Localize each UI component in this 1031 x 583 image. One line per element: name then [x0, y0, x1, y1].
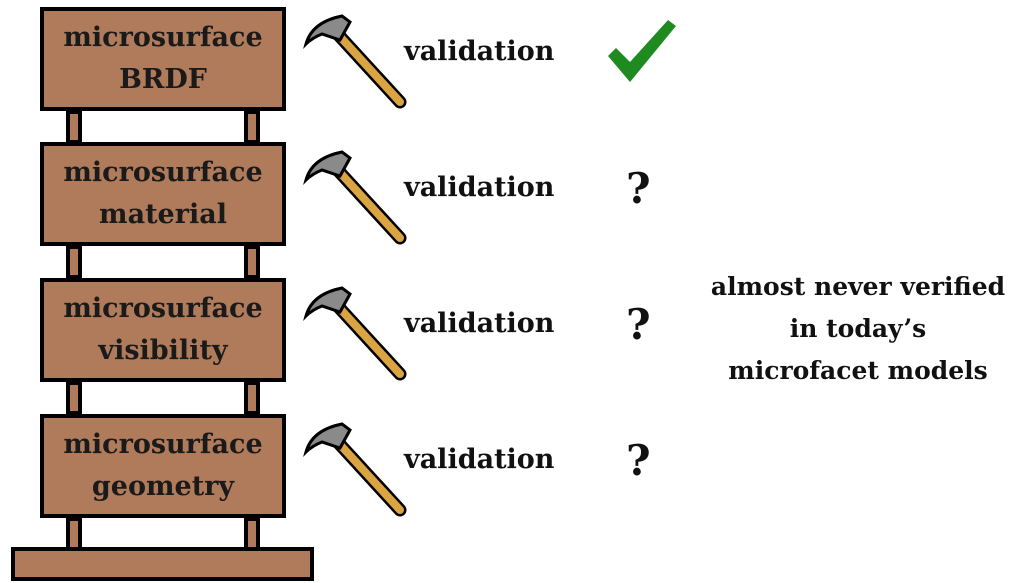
validation-label-material: validation — [404, 172, 555, 203]
board-brdf-line1: microsurface — [63, 22, 263, 53]
post — [244, 110, 260, 144]
post — [66, 245, 82, 279]
board-visibility-line2: visibility — [98, 335, 228, 366]
status-question-geometry: ? — [626, 436, 651, 485]
validation-label-brdf: validation — [404, 36, 555, 67]
check-icon — [608, 20, 676, 82]
note-line2: in today’s — [789, 314, 927, 343]
board-brdf: microsurface BRDF — [40, 7, 286, 111]
post — [66, 110, 82, 144]
board-geometry-line1: microsurface — [63, 429, 263, 460]
note-line3: microfacet models — [728, 356, 988, 385]
note-text: almost never verified in today’s microfa… — [688, 266, 1028, 392]
board-material-line2: material — [99, 199, 227, 230]
board-visibility-line1: microsurface — [63, 293, 263, 324]
post — [244, 245, 260, 279]
hammer-icon — [303, 286, 407, 381]
note-line1: almost never verified — [710, 272, 1006, 301]
status-question-visibility: ? — [626, 300, 651, 349]
validation-label-geometry: validation — [404, 444, 555, 475]
validation-label-visibility: validation — [404, 308, 555, 339]
hammer-icon — [303, 14, 407, 109]
board-visibility: microsurface visibility — [40, 278, 286, 382]
post — [66, 517, 82, 551]
status-question-material: ? — [626, 164, 651, 213]
board-geometry-line2: geometry — [91, 471, 235, 502]
board-geometry: microsurface geometry — [40, 414, 286, 518]
post — [244, 517, 260, 551]
hammer-icon — [303, 150, 407, 245]
board-brdf-line2: BRDF — [119, 64, 207, 95]
post — [66, 381, 82, 415]
hammer-icon — [303, 422, 407, 517]
post — [244, 381, 260, 415]
board-material: microsurface material — [40, 142, 286, 246]
board-material-line1: microsurface — [63, 157, 263, 188]
base-board — [11, 547, 314, 581]
